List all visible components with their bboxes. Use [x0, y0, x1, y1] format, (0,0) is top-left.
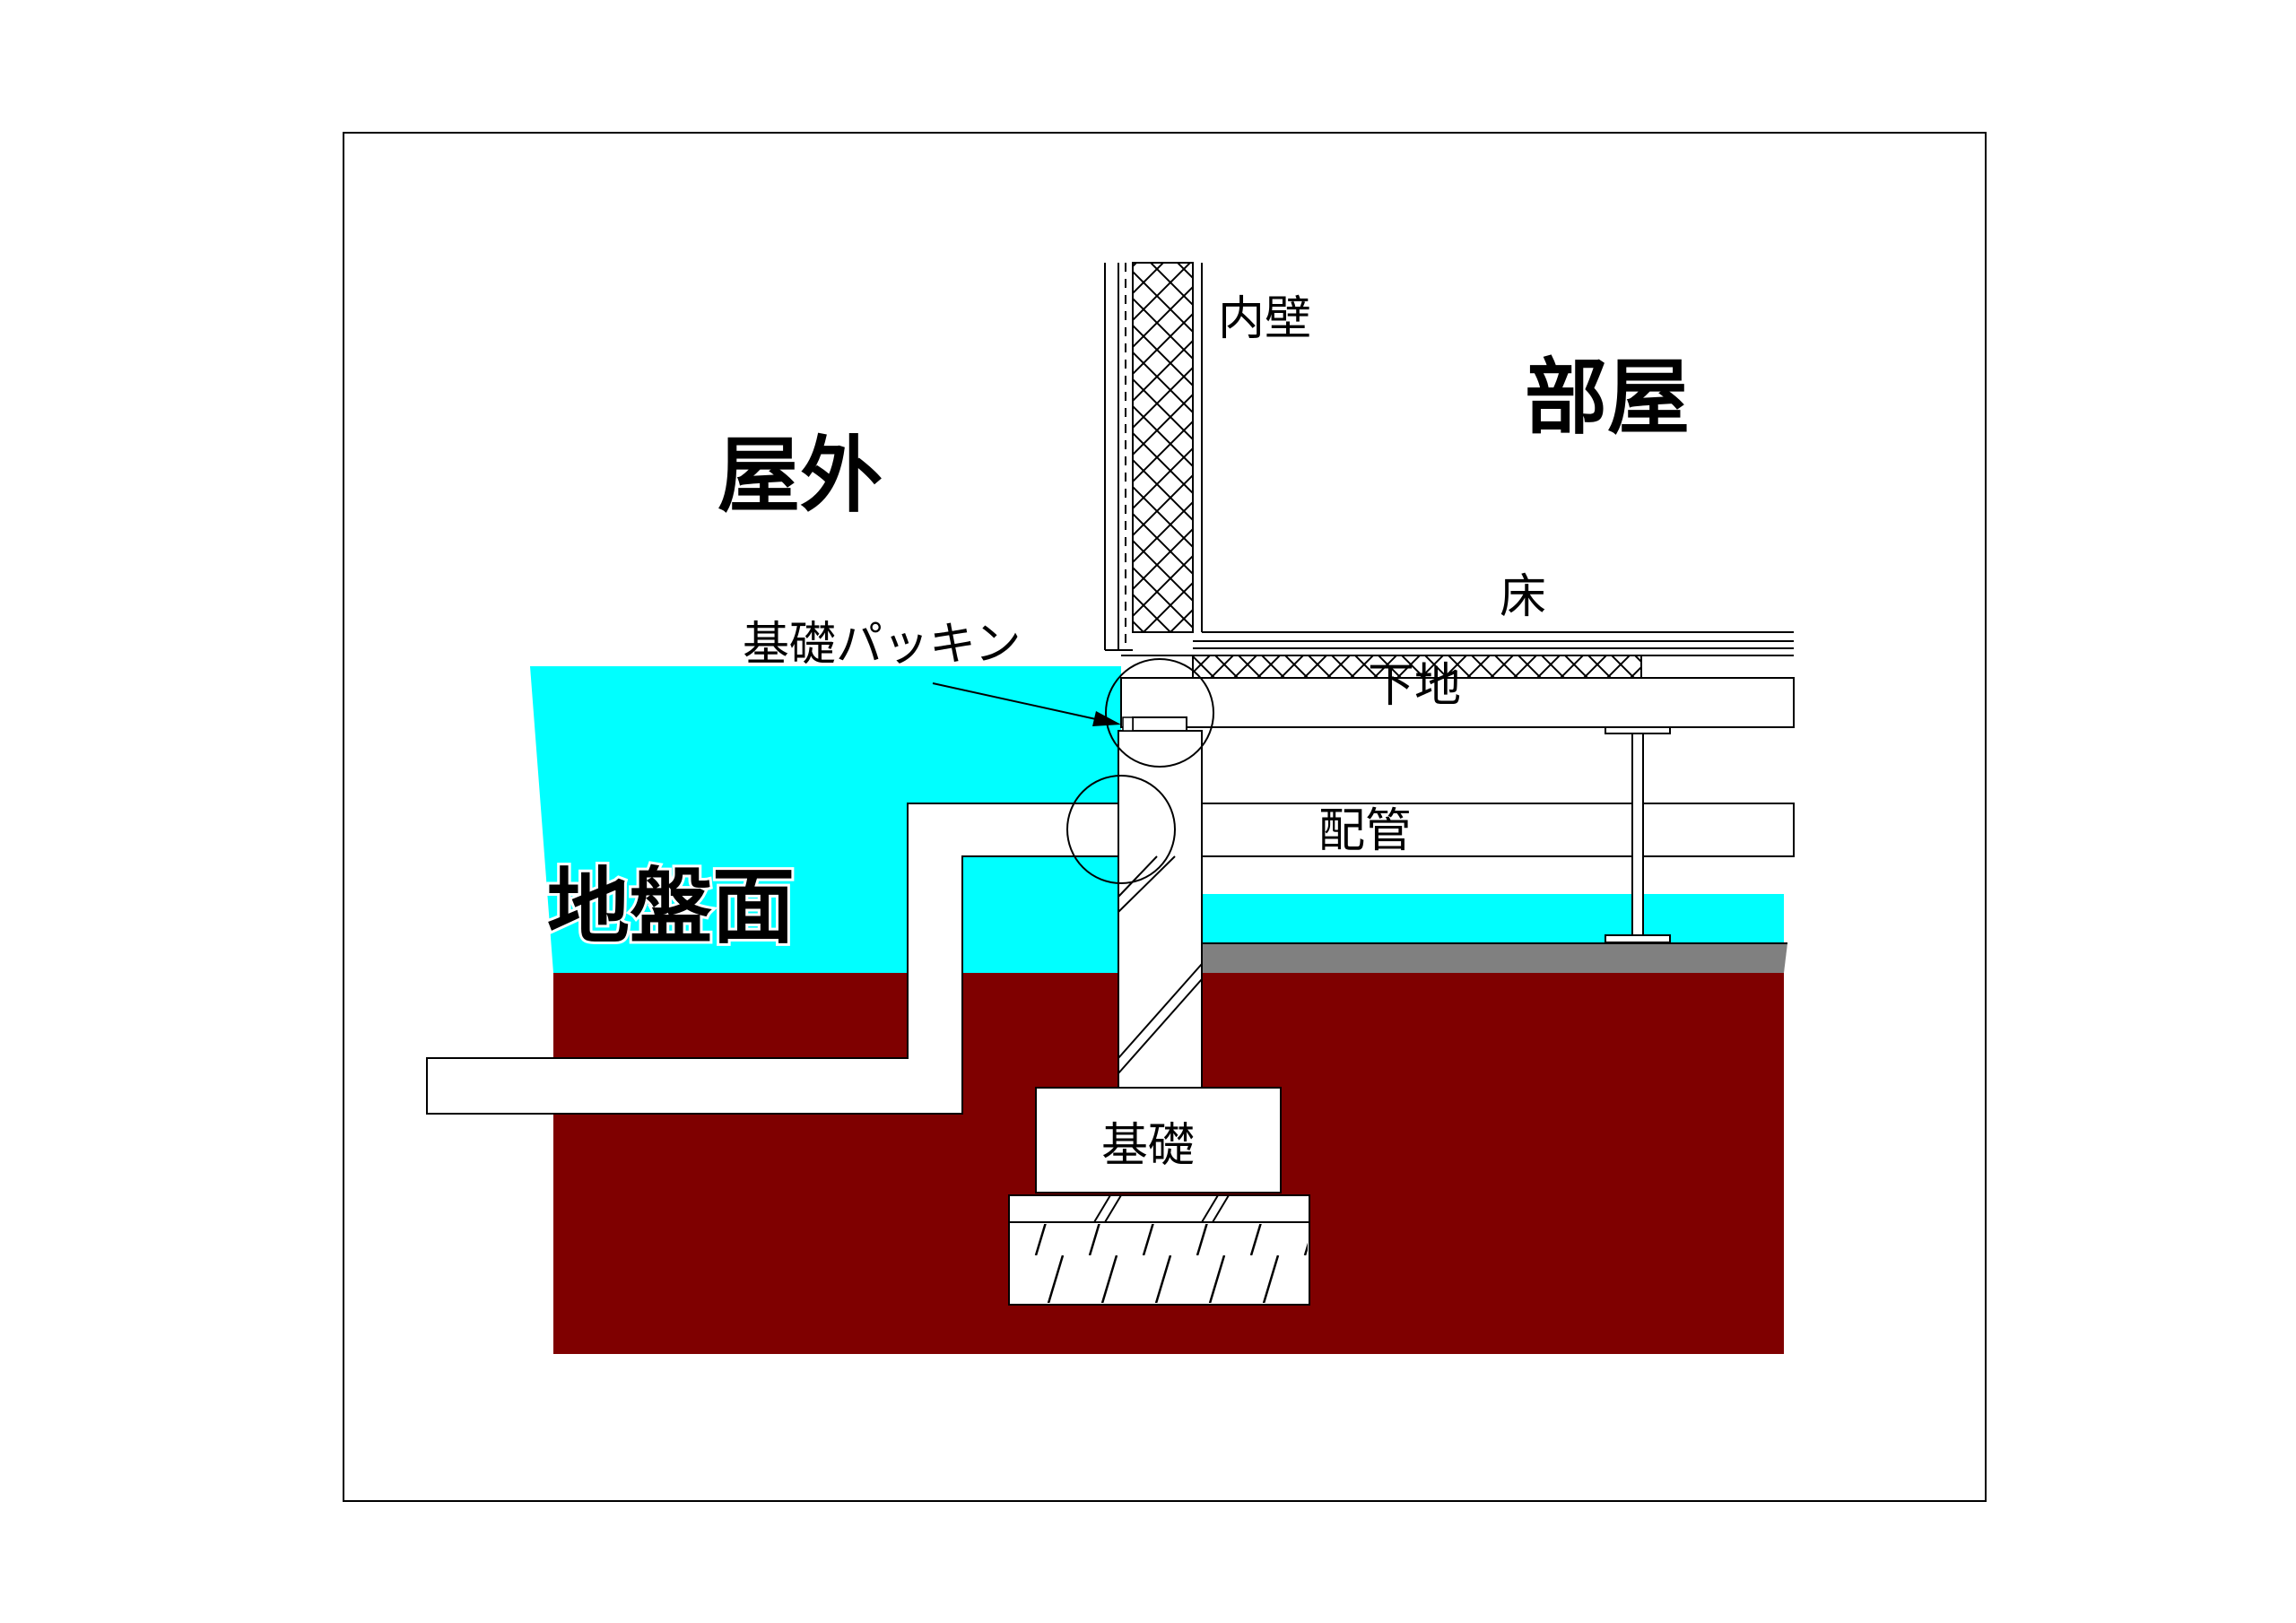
label-floor: 床 [1500, 570, 1546, 624]
foundation-stem-wall [1118, 730, 1203, 1089]
detail-circle-packing [1105, 658, 1214, 768]
crawlspace-air-area [1202, 894, 1784, 943]
foundation-footing [1035, 1087, 1282, 1193]
floor-post-top-plate [1605, 726, 1671, 734]
foundation-packing-gap [1122, 716, 1134, 732]
label-foundation-packing: 基礎パッキン [743, 618, 1021, 672]
concrete-slab [1202, 943, 1787, 973]
label-piping: 配管 [1318, 804, 1412, 858]
inner-wall-insulation [1132, 262, 1194, 633]
label-outdoor: 屋外 [718, 428, 883, 524]
label-ground-surface: 地盤面 [547, 859, 795, 955]
gravel-hatch [1011, 1224, 1308, 1303]
detail-circle-pipe [1066, 775, 1176, 884]
leader-arrowhead [1092, 711, 1121, 726]
floor-post-base-plate [1605, 934, 1671, 943]
floor-post [1631, 733, 1644, 936]
outdoor-air-area [530, 666, 1121, 973]
label-room: 部屋 [1525, 350, 1690, 446]
subfloor-insulation [1192, 655, 1642, 679]
label-foundation: 基礎 [1101, 1119, 1195, 1173]
label-inner-wall: 内壁 [1218, 292, 1311, 346]
underfloor-pipe [1120, 803, 1795, 857]
label-subfloor: 下地 [1368, 659, 1461, 713]
foundation-packing [1132, 716, 1187, 732]
